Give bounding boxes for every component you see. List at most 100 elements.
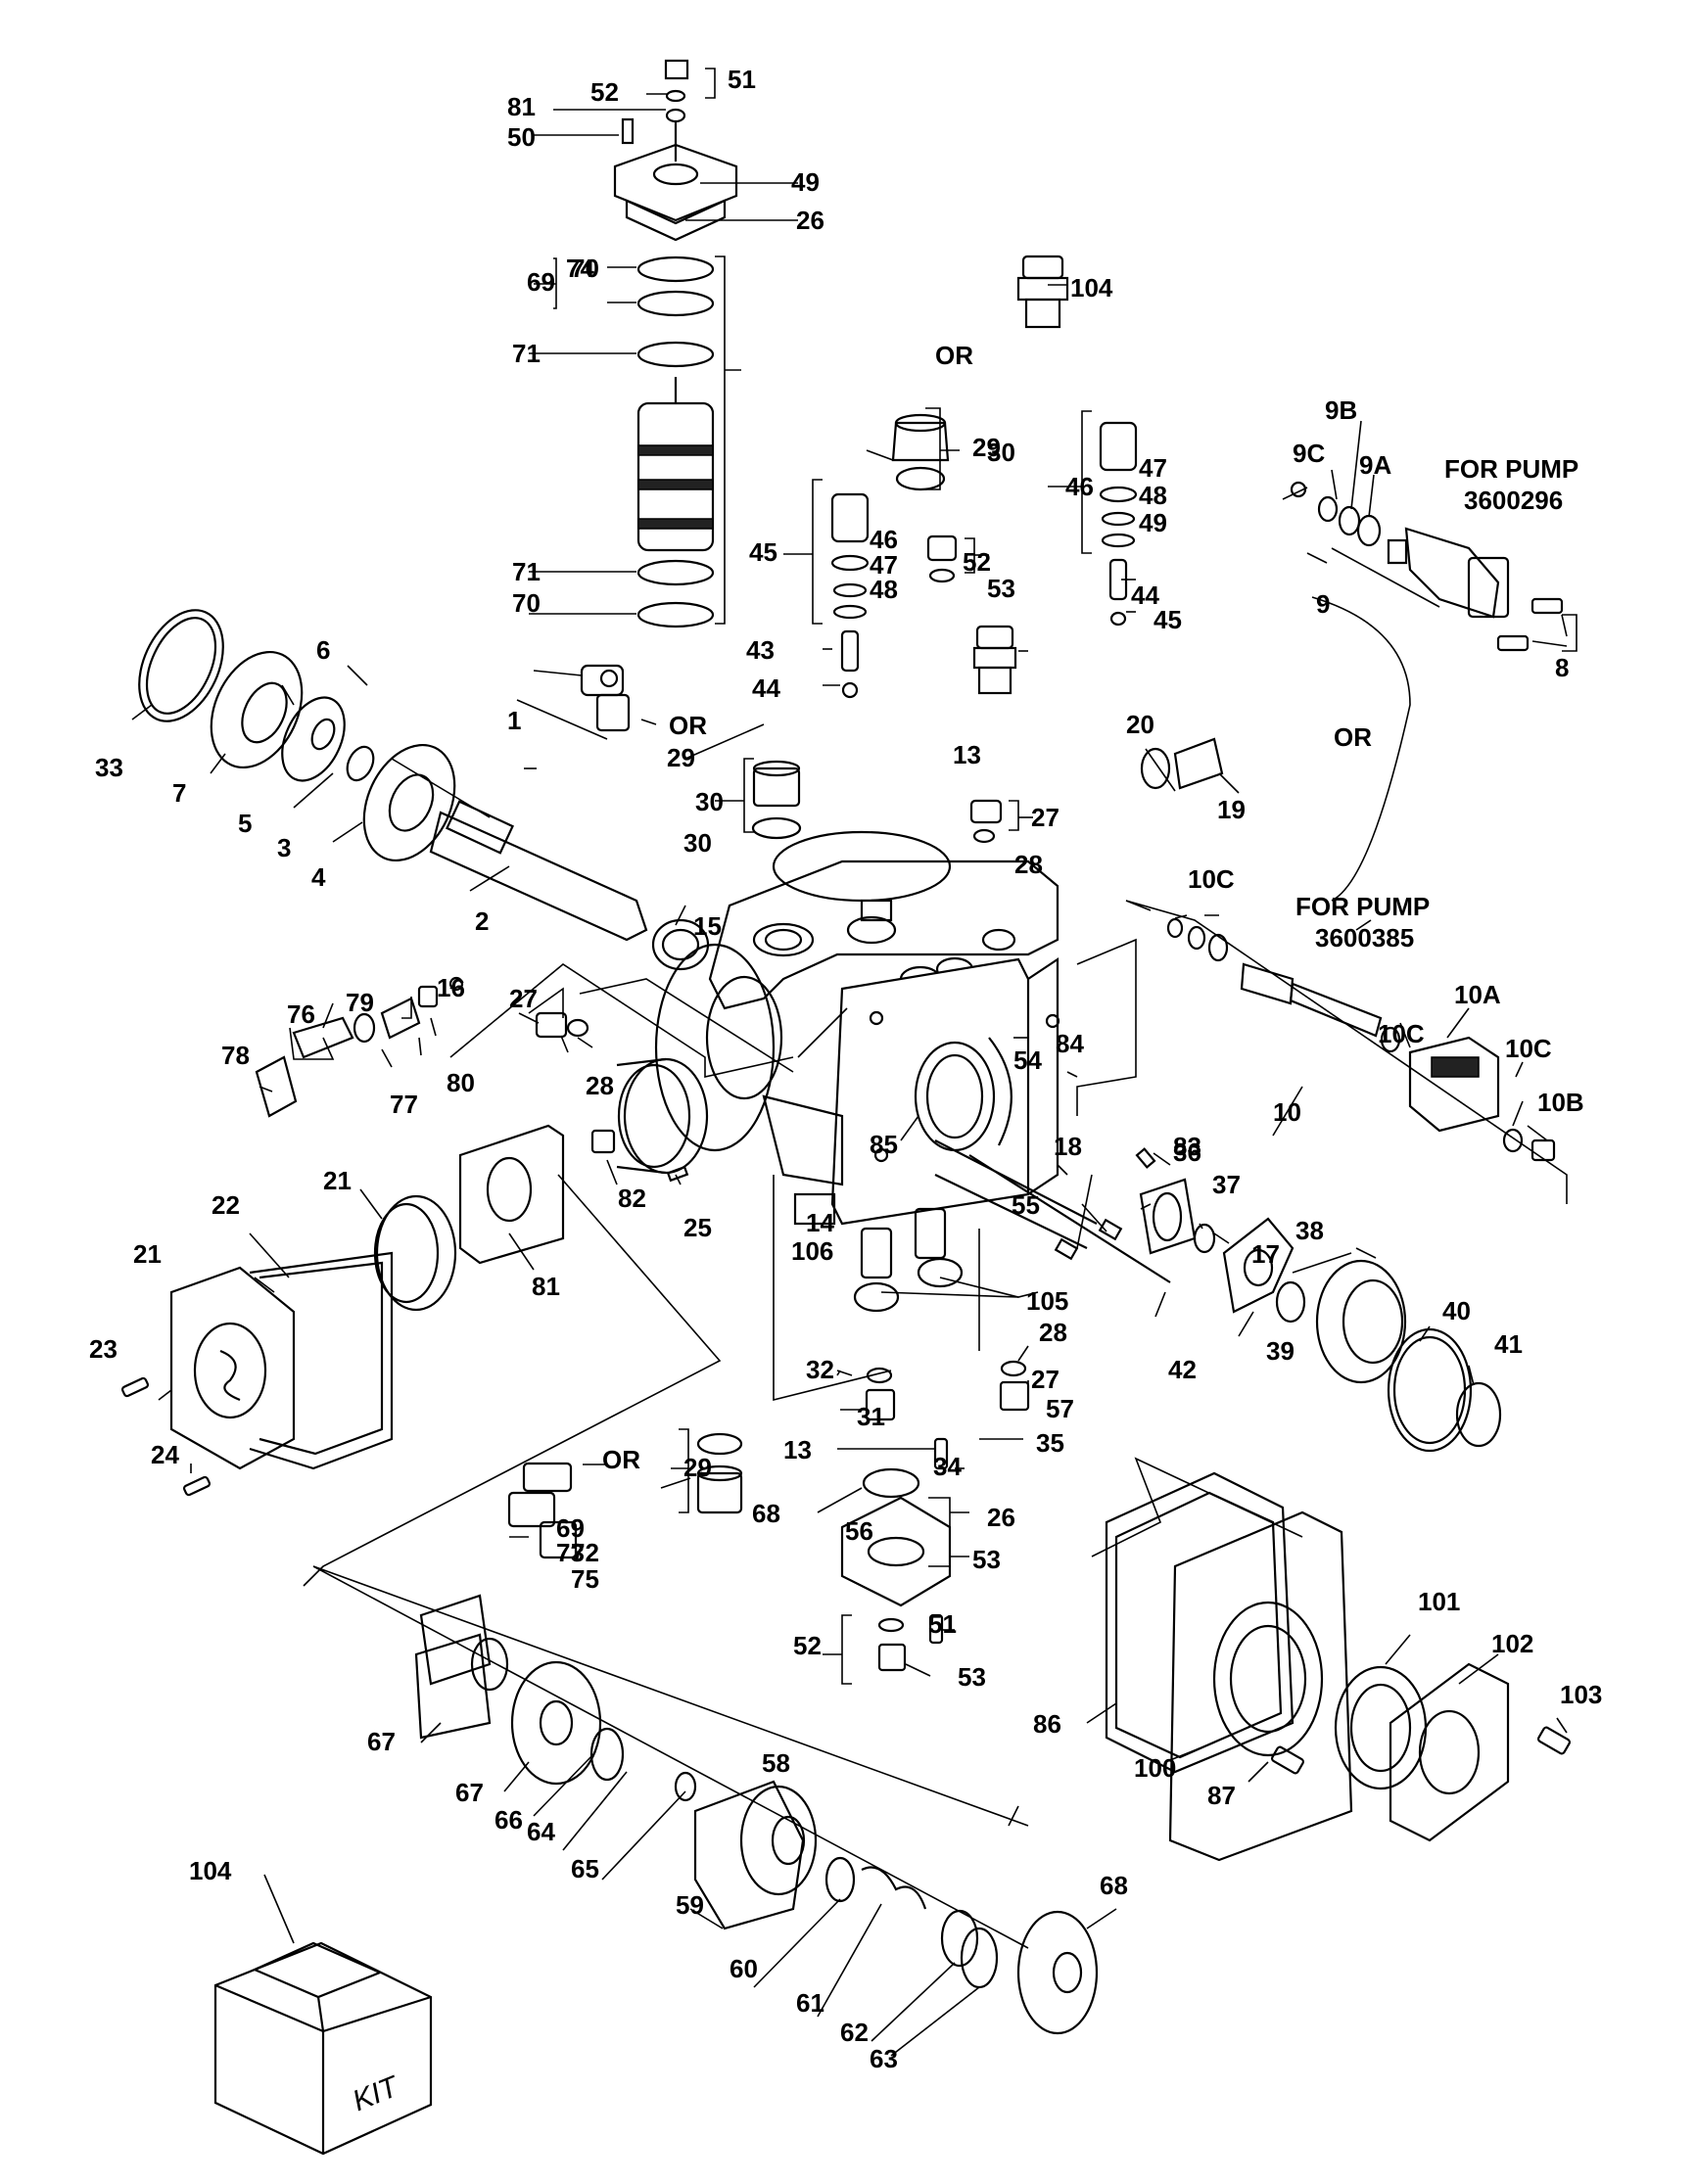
callout: 26 (796, 206, 824, 235)
callout: 52 (793, 1631, 822, 1660)
callout: 28 (1014, 850, 1043, 879)
solenoid-9 (1290, 481, 1564, 652)
lower-cover-54 (840, 1437, 952, 1672)
callout: 74 (566, 254, 594, 283)
or-note: OR (669, 711, 707, 740)
callout: 101 (1418, 1587, 1460, 1616)
callout: 17 (1251, 1239, 1280, 1269)
callout: 85 (870, 1130, 898, 1159)
callout: 55 (1012, 1190, 1040, 1220)
callout: 10C (1378, 1019, 1425, 1048)
callout: 27 (1031, 1365, 1059, 1394)
callout: 29 (972, 433, 1001, 462)
callout: 10 (1273, 1097, 1301, 1127)
callout: 21 (133, 1239, 162, 1269)
callout: 27 (1031, 803, 1059, 832)
pump-note-a-line2: 3600296 (1464, 486, 1563, 515)
valve-46-left (830, 492, 870, 699)
top-cover-assembly (613, 59, 738, 242)
callout: 83 (1173, 1132, 1201, 1161)
shaft-seal-group (138, 609, 710, 971)
leader-lines (131, 68, 1577, 2057)
callout: 27 (509, 984, 538, 1013)
callout: 15 (693, 911, 722, 941)
callout: 20 (1126, 710, 1154, 739)
callout: 81 (532, 1272, 560, 1301)
callout: 47 (1139, 453, 1167, 483)
callout: 71 (512, 557, 541, 586)
plug-27-right (969, 799, 1003, 844)
callout: 61 (796, 1988, 824, 2018)
callout: 78 (221, 1041, 250, 1070)
callout: 10B (1537, 1088, 1584, 1117)
callout: 63 (870, 2044, 898, 2073)
fitting-105 (507, 1462, 578, 1559)
callout: 70 (571, 254, 599, 283)
callout: 9B (1325, 395, 1357, 425)
fitting-101 (1016, 255, 1069, 329)
callout: 24 (151, 1440, 179, 1469)
callout: 47 (870, 550, 898, 580)
main-housing-14 (654, 830, 1060, 1226)
callout: 49 (1139, 508, 1167, 537)
callout: 51 (728, 65, 756, 94)
fitting-104-top (972, 625, 1017, 695)
seal-ring-stack (636, 256, 715, 628)
plug-27-low (999, 1360, 1030, 1412)
callout: 37 (1212, 1170, 1241, 1199)
callout: 58 (762, 1748, 790, 1778)
callout: 38 (1295, 1216, 1324, 1245)
callout: 25 (683, 1213, 712, 1242)
rear-flange-group (1105, 1471, 1571, 1862)
callout: 8 (1555, 653, 1569, 682)
callout: 84 (1056, 1029, 1084, 1058)
callout: 9C (1293, 439, 1325, 468)
relief-valve-72 (255, 976, 464, 1118)
callout: 30 (987, 438, 1015, 467)
callout: 36 (1173, 1138, 1201, 1167)
callout: 33 (95, 753, 123, 782)
callout: 106 (791, 1236, 833, 1266)
callout: 3 (277, 833, 291, 862)
fitting-20-19 (1140, 737, 1224, 790)
callout: 21 (323, 1166, 352, 1195)
plug-27-left (535, 1011, 589, 1039)
callout: 67 (455, 1778, 484, 1807)
callout: 45 (1154, 605, 1182, 634)
callout: 13 (783, 1435, 812, 1464)
notes: OR OR OR OR FOR PUMP 3600296 FOR PUMP 36… (602, 341, 1578, 1474)
callout: 102 (1491, 1629, 1533, 1658)
or-note: OR (602, 1445, 640, 1474)
callout: 75 (571, 1564, 599, 1594)
solenoid-10 (1166, 917, 1556, 1162)
fitting-103-elbow (580, 664, 631, 732)
callout: 80 (447, 1068, 475, 1097)
callout: 46 (1065, 472, 1094, 501)
callout: 105 (1026, 1286, 1068, 1316)
callout: 56 (845, 1516, 873, 1546)
callout: 53 (972, 1545, 1001, 1574)
callout: 28 (1039, 1318, 1067, 1347)
plug-52-mid (926, 534, 958, 583)
callout: 45 (749, 537, 777, 567)
callout: 100 (1134, 1753, 1176, 1783)
callout: 18 (1054, 1132, 1082, 1161)
callout: 71 (512, 339, 541, 368)
callout: 52 (590, 77, 619, 107)
end-cover-21-22 (120, 1194, 457, 1497)
plug-29-top (891, 413, 950, 491)
callout: 32 (806, 1355, 834, 1384)
control-piston-80 (1135, 1147, 1306, 1324)
plug-29-mid (751, 760, 802, 840)
callout: 68 (752, 1499, 780, 1528)
callout: 9A (1359, 450, 1391, 480)
callout: 51 (928, 1609, 957, 1639)
callout: 73 (556, 1538, 585, 1567)
plug-29-low (696, 1432, 743, 1514)
callout: 54 (1013, 1046, 1042, 1075)
or-note: OR (1334, 722, 1372, 752)
callout: 10A (1454, 980, 1501, 1009)
callout: 42 (1168, 1355, 1197, 1384)
callout: 19 (1217, 795, 1246, 824)
callout: 49 (791, 167, 820, 197)
